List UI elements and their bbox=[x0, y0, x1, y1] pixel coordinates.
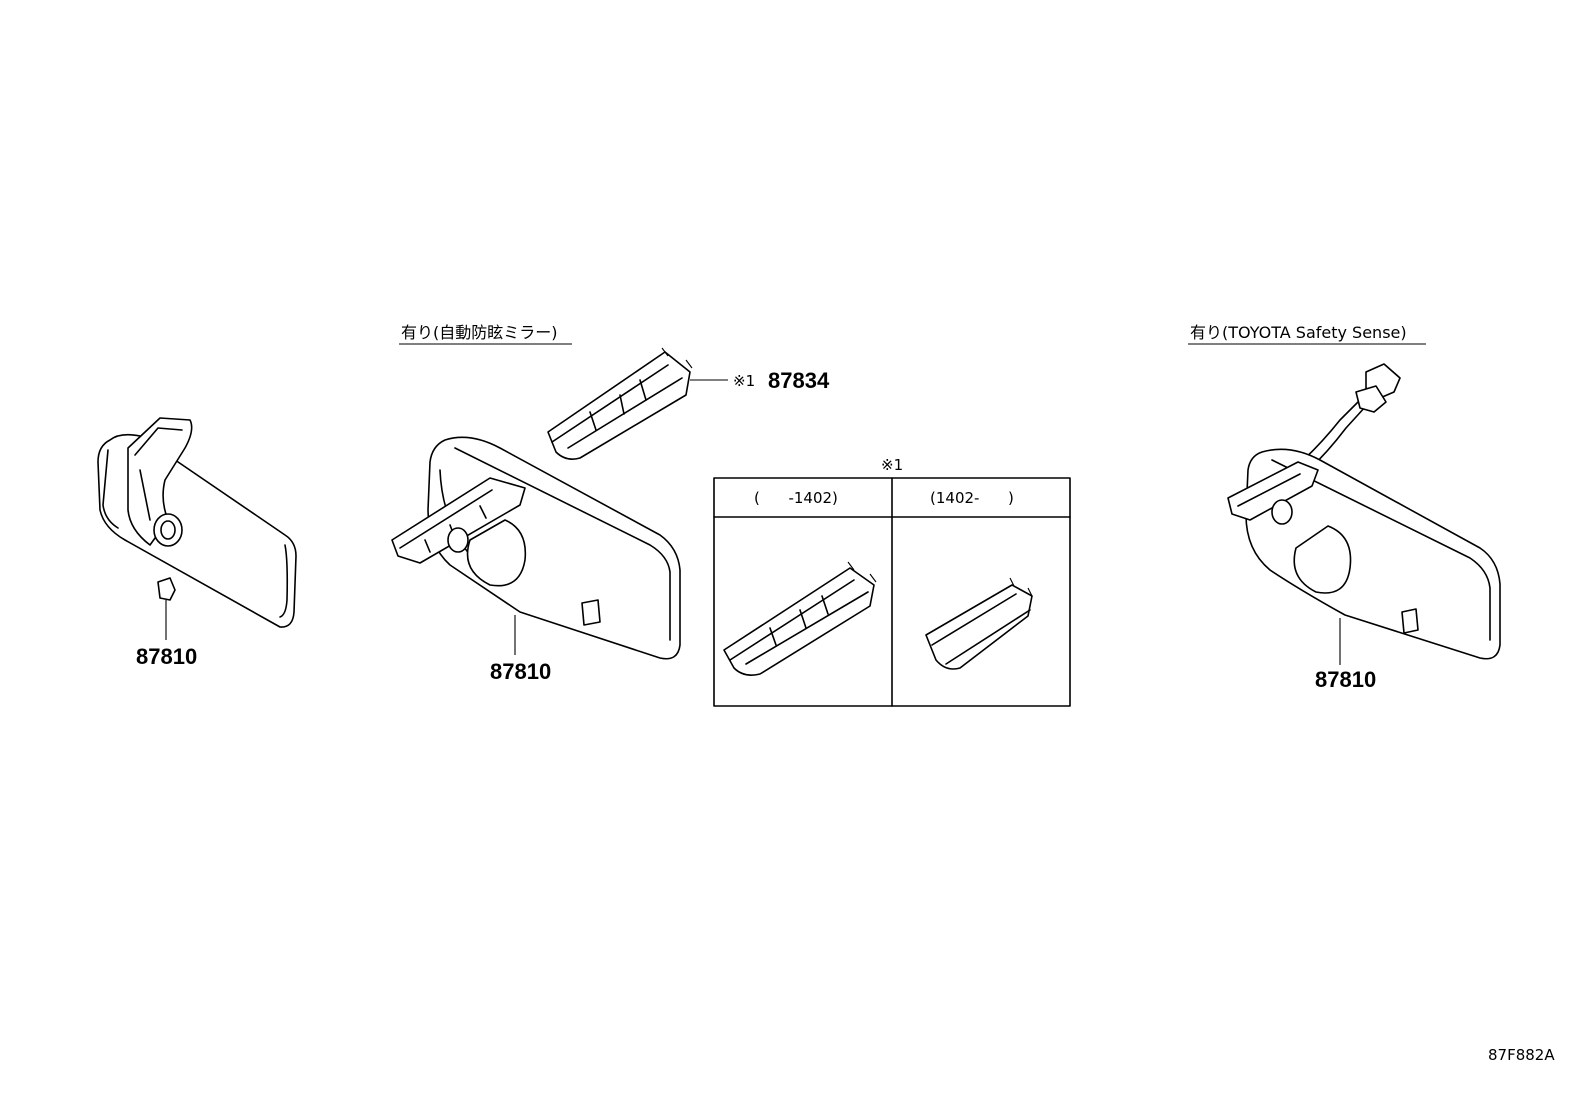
cover-early-type bbox=[723, 561, 877, 676]
cover-late-type bbox=[925, 577, 1033, 670]
inset-mark: ※1 bbox=[881, 456, 903, 474]
inset-variants: ※1 ( -1402) (1402- ) bbox=[713, 456, 1071, 707]
part-number-87810-safety-sense: 87810 bbox=[1315, 667, 1376, 692]
inset-range-after: (1402- ) bbox=[930, 489, 1014, 507]
part-number-87810-basic: 87810 bbox=[136, 644, 197, 669]
mirror-safety-sense: 有り(TOYOTA Safety Sense) 87810 bbox=[1188, 323, 1501, 692]
caption-safety-sense: 有り(TOYOTA Safety Sense) bbox=[1190, 323, 1407, 342]
inset-range-before: ( -1402) bbox=[754, 489, 838, 507]
callout-mark-87834: ※1 bbox=[733, 372, 755, 390]
mirror-basic: 87810 bbox=[97, 417, 297, 669]
part-number-87834: 87834 bbox=[768, 368, 830, 393]
caption-auto-dimming: 有り(自動防眩ミラー) bbox=[401, 323, 558, 342]
mirror-auto-dimming: 有り(自動防眩ミラー) ※1 87834 87810 bbox=[391, 323, 830, 684]
cover-87834 bbox=[547, 347, 728, 460]
diagram-code: 87F882A bbox=[1488, 1046, 1555, 1064]
part-number-87810-auto-dimming: 87810 bbox=[490, 659, 551, 684]
